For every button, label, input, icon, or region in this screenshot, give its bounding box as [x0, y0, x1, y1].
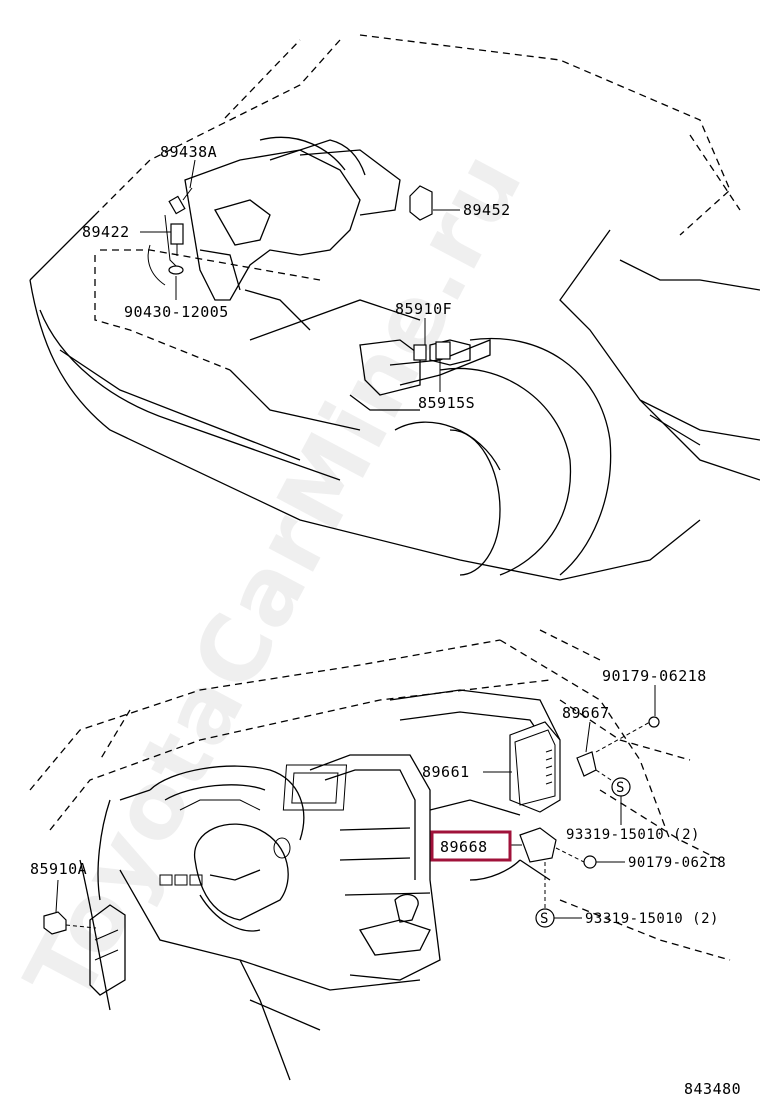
leader-89438a [189, 159, 196, 189]
label-90179-06218b[interactable]: 90179-06218 [628, 855, 726, 871]
part-89452-drawing[interactable] [409, 185, 433, 221]
label-89438a[interactable]: 89438A [160, 143, 217, 161]
label-89668[interactable]: 89668 [440, 838, 488, 856]
label-89667[interactable]: 89667 [562, 704, 610, 722]
part-90430-12005-drawing[interactable] [168, 265, 184, 275]
screw-93319-15010a[interactable]: S [611, 777, 631, 797]
label-89661[interactable]: 89661 [422, 763, 470, 781]
highlight-box-89668 [430, 830, 512, 862]
leader-dash-85910a [65, 924, 97, 929]
part-89422-drawing[interactable] [170, 223, 184, 256]
label-85910f[interactable]: 85910F [395, 300, 452, 318]
part-89661-ecu-drawing[interactable] [509, 721, 561, 813]
screw-marker-s1: S [616, 780, 625, 796]
part-89668-bracket-drawing[interactable] [519, 827, 557, 863]
label-89452[interactable]: 89452 [463, 201, 511, 219]
part-85910a-relay-drawing[interactable] [43, 911, 67, 935]
bolt-90179-06218a[interactable] [648, 716, 660, 728]
part-89667-bracket-drawing[interactable] [576, 751, 597, 777]
label-85910a[interactable]: 85910A [30, 860, 87, 878]
label-89422[interactable]: 89422 [82, 223, 130, 241]
leader-89667 [585, 721, 591, 753]
label-85915s[interactable]: 85915S [418, 394, 475, 412]
label-93319-15010b[interactable]: 93319-15010 (2) [585, 911, 719, 927]
engine-bay-illustration [29, 34, 760, 581]
leader-dash-screw-a [595, 769, 615, 783]
screw-93319-15010b[interactable]: S [535, 908, 555, 928]
label-90179-06218a[interactable]: 90179-06218 [602, 667, 707, 685]
diagram-id: 843480 [684, 1080, 741, 1098]
bolt-90179-06218b[interactable] [583, 855, 597, 869]
label-90430-12005[interactable]: 90430-12005 [124, 303, 229, 321]
leader-85910a [55, 879, 59, 913]
leader-dash-bolt-b [555, 847, 585, 863]
dashboard-illustration [29, 629, 731, 1081]
leader-dash-bolt-a [595, 721, 651, 753]
label-93319-15010a[interactable]: 93319-15010 (2) [566, 827, 700, 843]
screw-marker-s2: S [540, 911, 549, 927]
part-89438a-drawing[interactable] [168, 187, 193, 215]
